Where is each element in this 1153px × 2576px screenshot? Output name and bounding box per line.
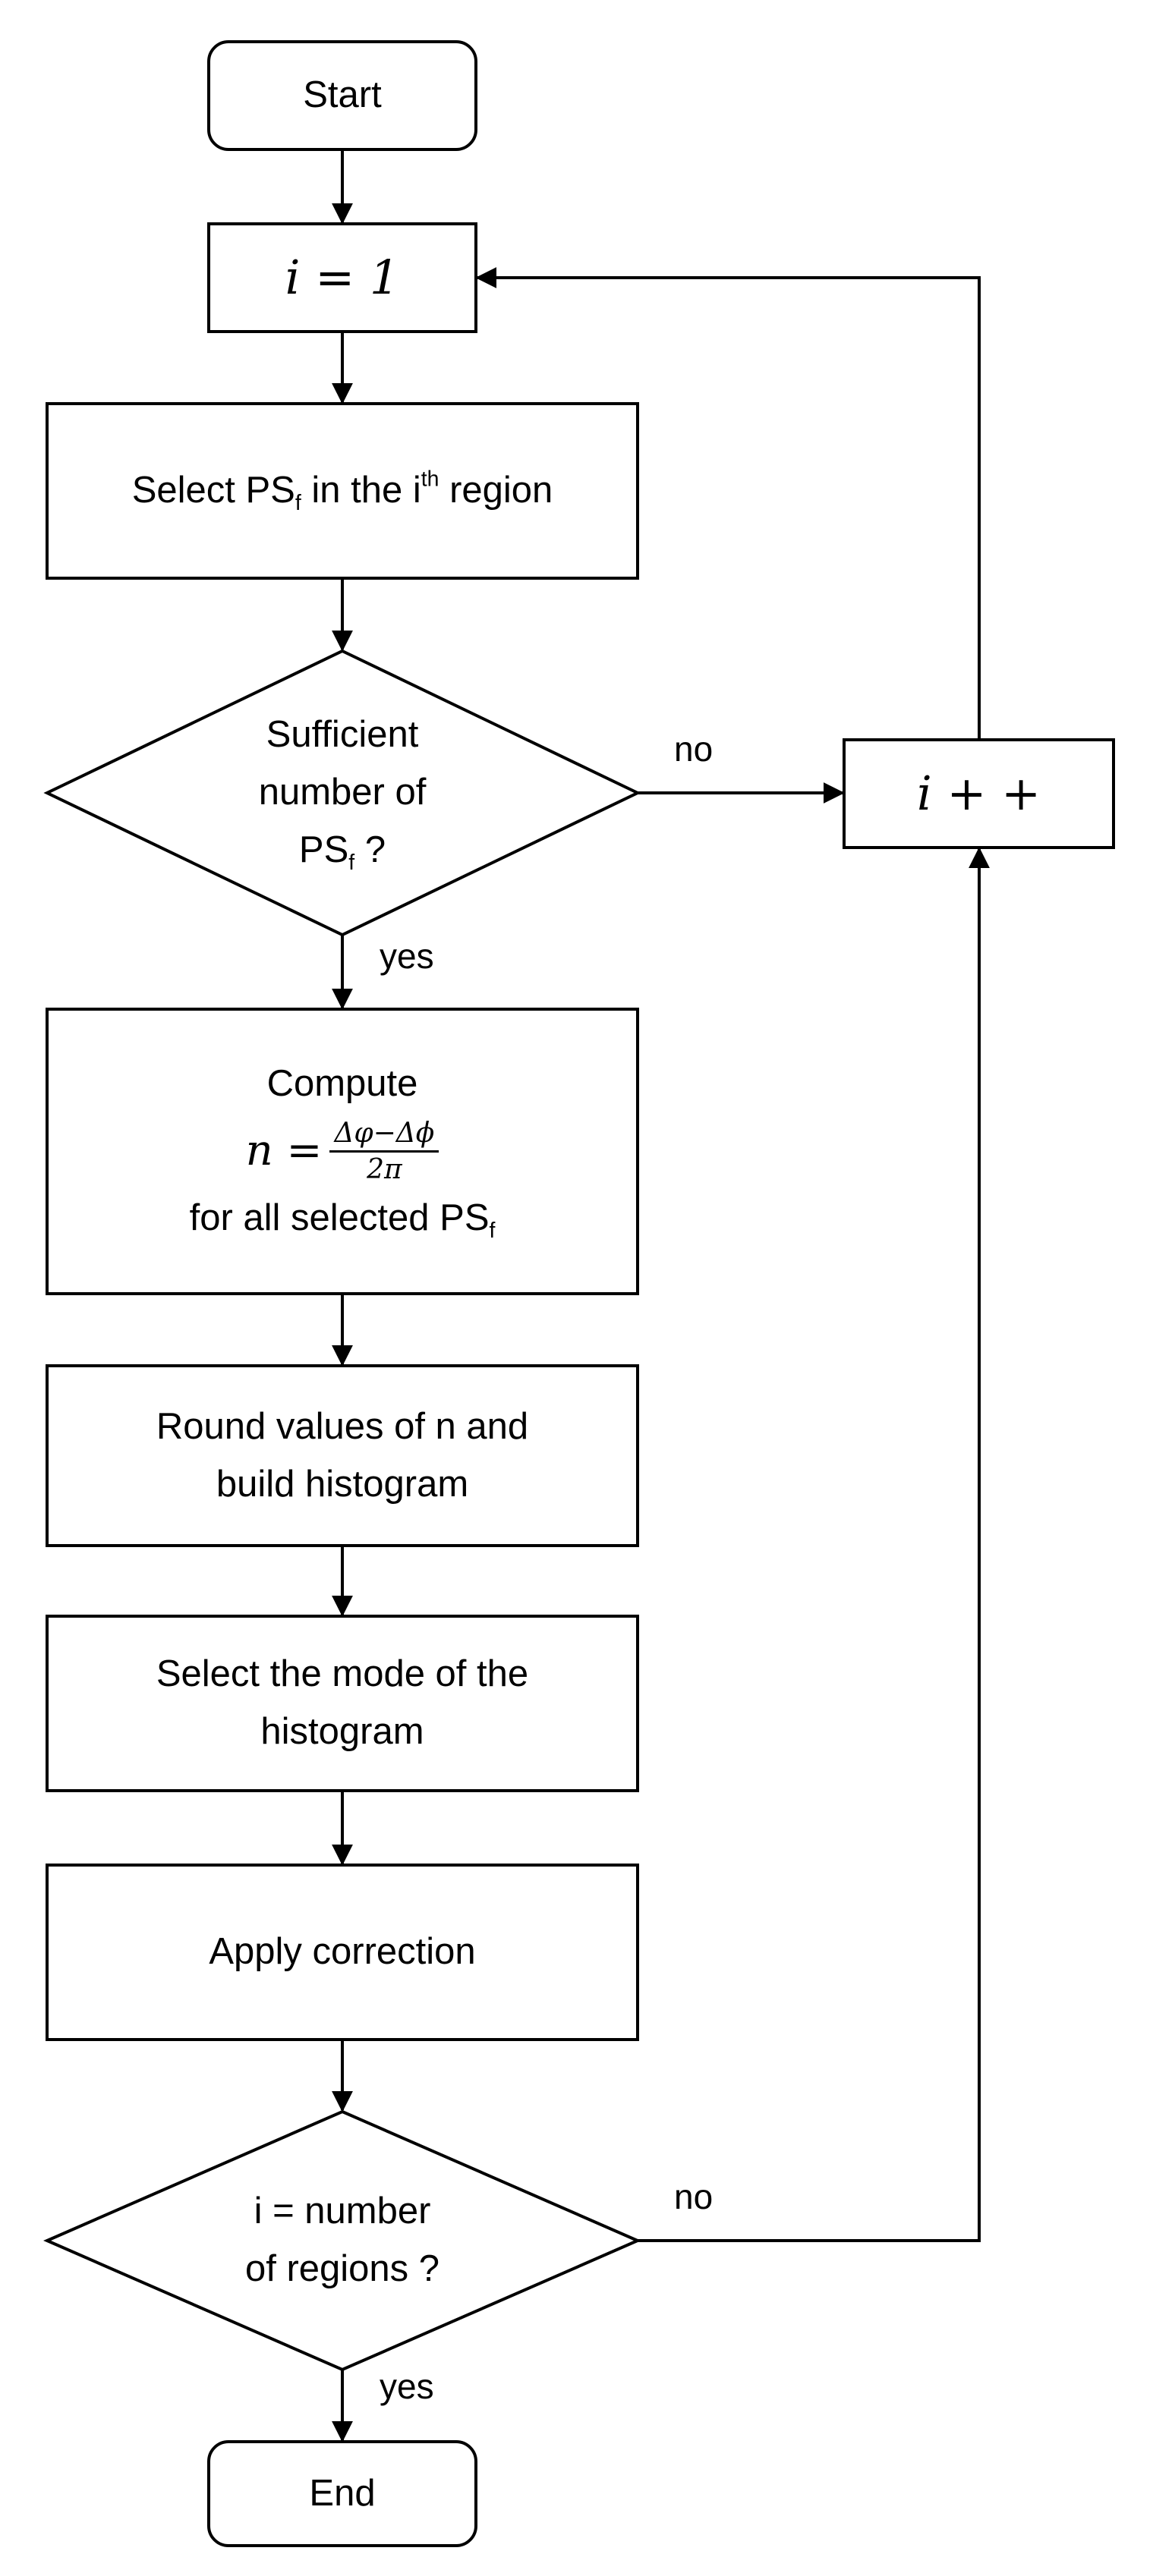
end-terminal: End [209,2442,476,2546]
compute-step: Compute n = Δφ−Δϕ 2π for all selected PS… [47,1009,638,1294]
mode-line2: histogram [260,1711,424,1752]
no-label-decision2: no [674,2177,714,2216]
apply-box-shape [46,1864,639,2041]
round-step: Round values of n and build histogram [47,1366,638,1546]
init-step: i = 1 [209,224,476,332]
decision1-line2: number of [258,772,427,813]
formula-numerator: Δφ−Δϕ [329,1118,439,1153]
init-formula: i = 1 [285,249,400,305]
decision1-line1: Sufficient [266,714,419,756]
yes-label-decision1: yes [380,936,434,976]
formula-denominator: 2π [367,1153,402,1185]
decision1-line3: PSf ? [298,829,386,875]
start-label: Start [303,74,382,116]
increment-formula: i + + [916,765,1041,821]
arrow-increment-to-init [475,267,981,740]
end-label: End [309,2472,376,2514]
decision-regions: i = number of regions ? [47,2112,638,2370]
yes-label-decision2: yes [380,2367,434,2406]
select-step: Select PSf in the ith region [47,404,638,578]
mode-line1: Select the mode of the [156,1653,529,1695]
no-label-decision1: no [674,729,714,769]
decision2-line1: i = number [254,2191,431,2232]
decision2-line2: of regions ? [244,2248,440,2289]
mode-step: Select the mode of the histogram [47,1616,638,1791]
increment-step: i + + [844,740,1114,848]
round-box-shape [46,1364,639,1547]
select-label: Select PSf in the ith region [131,467,553,515]
compute-footer: for all selected PSf [189,1197,496,1244]
decision-sufficient: Sufficient number of PSf ? [47,651,638,935]
round-line1: Round values of n and [156,1405,529,1447]
mode-box-shape [46,1615,639,1792]
apply-label: Apply correction [209,1931,476,1973]
apply-step: Apply correction [47,1865,638,2040]
compute-formula: n = Δφ−Δϕ 2π [246,1118,439,1186]
compute-title: Compute [266,1062,418,1104]
formula-lhs: n = [245,1126,323,1176]
arrow-decision2-no [638,847,990,2242]
formula-fraction: Δφ−Δϕ 2π [329,1118,439,1186]
start-terminal: Start [209,42,476,149]
round-line2: build histogram [216,1463,469,1505]
init-box-shape [207,222,477,333]
